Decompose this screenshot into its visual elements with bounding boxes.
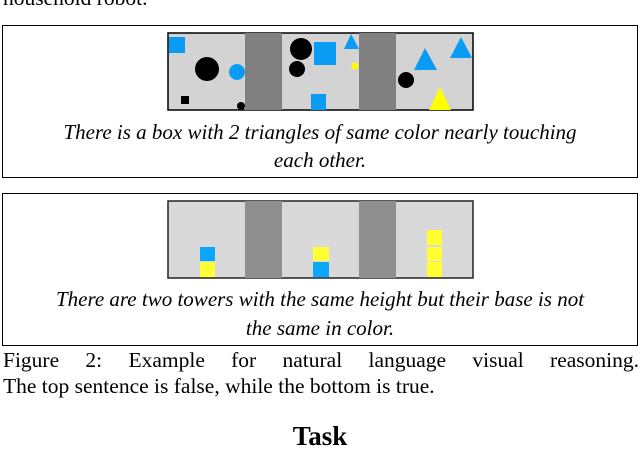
black-circle xyxy=(195,57,219,81)
black-circle xyxy=(290,38,312,60)
yellow-triangle xyxy=(429,87,451,110)
blue-triangle xyxy=(450,37,472,58)
blue-square xyxy=(311,94,326,110)
top-cut-text: household robot. xyxy=(3,0,148,11)
blue-triangle xyxy=(344,34,359,49)
section-heading: Task xyxy=(292,421,348,451)
black-circle xyxy=(289,61,305,77)
blue-block xyxy=(313,262,329,277)
blue-triangle xyxy=(414,48,437,70)
yellow-block xyxy=(313,247,329,261)
yellow-block xyxy=(200,262,215,277)
example2-sentence-2: the same in color. xyxy=(245,316,395,340)
figure-caption-line-2: The top sentence is false, while the bot… xyxy=(3,374,435,398)
example2-frame xyxy=(2,193,638,346)
black-square xyxy=(181,96,189,104)
yellow-circle xyxy=(351,62,359,70)
example1-sentence-1: There is a box with 2 triangles of same … xyxy=(63,120,577,144)
blue-circle xyxy=(229,64,245,80)
example2-sentence-1: There are two towers with the same heigh… xyxy=(55,287,585,311)
black-circle xyxy=(398,72,414,88)
blue-square xyxy=(169,37,185,53)
separator xyxy=(245,201,282,278)
black-circle xyxy=(237,102,245,110)
example1-frame xyxy=(2,25,638,178)
figure-caption-line-1: Figure 2: Example for natural language v… xyxy=(3,348,639,372)
separator xyxy=(245,33,282,110)
example2-image xyxy=(167,200,474,279)
example1-image xyxy=(167,32,474,111)
separator xyxy=(359,201,396,278)
blue-square xyxy=(314,42,336,65)
yellow-block xyxy=(427,247,442,261)
example1-sentence-2: each other. xyxy=(273,148,367,172)
blue-block xyxy=(200,247,215,261)
yellow-block xyxy=(427,230,442,245)
separator xyxy=(359,33,396,110)
yellow-block xyxy=(427,262,442,277)
